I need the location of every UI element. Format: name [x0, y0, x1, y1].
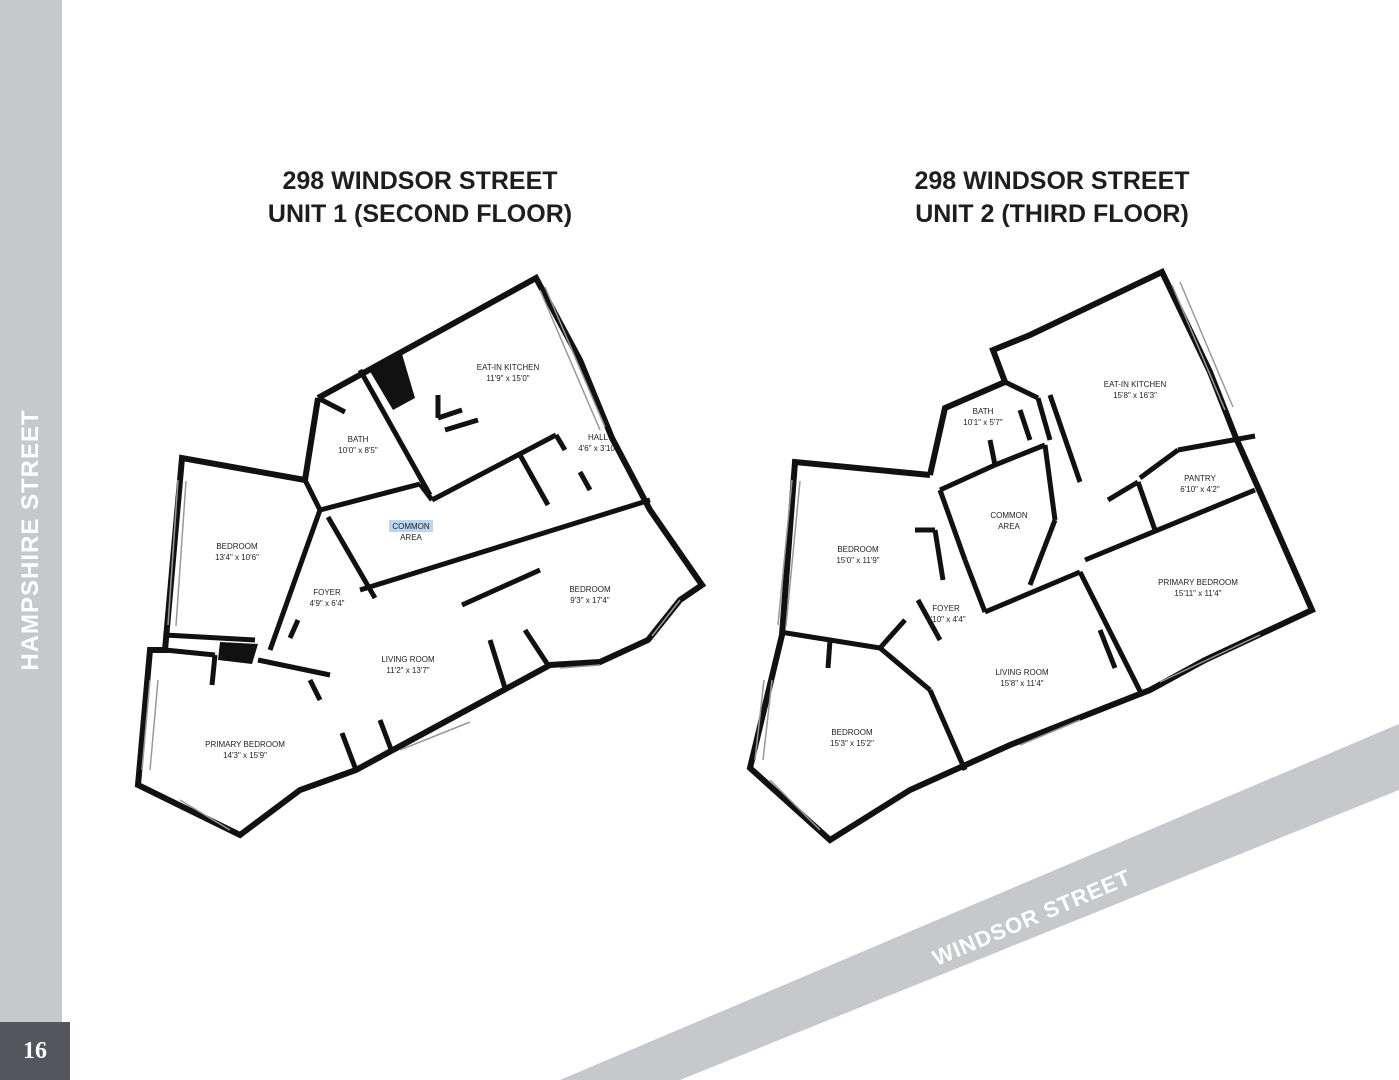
unit1-kitchen-name: EAT-IN KITCHEN: [477, 363, 540, 372]
unit1-bath-dims: 10'0" x 8'5": [338, 446, 378, 455]
unit2-primary-dims: 15'11" x 11'4": [1174, 589, 1221, 598]
unit1-living-name: LIVING ROOM: [381, 655, 435, 664]
unit1-room-labels: EAT-IN KITCHEN 11'9" x 15'0" BATH 10'0" …: [205, 363, 618, 760]
unit1-hall-dims: 4'6" x 3'10": [578, 444, 618, 453]
unit1-title: 298 WINDSOR STREET UNIT 1 (SECOND FLOOR): [250, 165, 590, 231]
unit2-windows: [754, 281, 1261, 831]
unit2-common-name: COMMON: [990, 511, 1028, 520]
unit2-room-labels: EAT-IN KITCHEN 15'8" x 16'3" BATH 10'1" …: [830, 380, 1238, 748]
unit1-closet-block: [218, 642, 258, 664]
unit2-bedroom-bottom-name: BEDROOM: [831, 728, 873, 737]
unit1-kitchen-dims: 11'9" x 15'0": [486, 374, 529, 383]
page-number: 16: [0, 1022, 70, 1080]
unit1-exterior-wall: [134, 273, 707, 839]
unit2-title-line1: 298 WINDSOR STREET: [914, 167, 1190, 195]
unit2-primary-name: PRIMARY BEDROOM: [1158, 578, 1238, 587]
unit2-interior-walls: [779, 379, 1256, 772]
side-strip: [0, 0, 62, 1080]
unit2-pantry-name: PANTRY: [1184, 474, 1216, 483]
unit1-title-line1: 298 WINDSOR STREET: [282, 167, 558, 195]
unit2-kitchen-dims: 15'8" x 16'3": [1113, 391, 1157, 400]
unit1-floor-plan: [134, 273, 707, 839]
unit2-kitchen-name: EAT-IN KITCHEN: [1104, 380, 1167, 389]
unit2-bedroom-bottom-dims: 15'3" x 15'2": [830, 739, 874, 748]
unit2-pantry-dims: 6'10" x 4'2": [1180, 485, 1220, 494]
unit1-bedroom-right-name: BEDROOM: [569, 585, 611, 594]
unit2-floor-plan: [746, 268, 1316, 844]
unit1-interior-walls: [164, 368, 651, 771]
unit2-bedroom-top-dims: 15'0" x 11'9": [836, 556, 879, 565]
unit1-common-name: COMMON: [392, 522, 430, 531]
unit2-common-dims: AREA: [998, 522, 1020, 531]
unit2-exterior-wall: [746, 268, 1316, 844]
unit1-foyer-dims: 4'9" x 6'4": [310, 599, 345, 608]
unit1-bedroom-left-name: BEDROOM: [216, 542, 258, 551]
unit1-wall: [302, 397, 321, 481]
unit1-windows: [141, 286, 681, 831]
unit2-foyer-dims: 6'10" x 4'4": [926, 615, 966, 624]
unit2-title-line2: UNIT 2 (THIRD FLOOR): [915, 200, 1189, 228]
unit2-living-name: LIVING ROOM: [995, 668, 1049, 677]
unit1-bath-name: BATH: [348, 435, 369, 444]
unit1-living-dims: 11'2" x 13'7": [386, 666, 429, 675]
unit2-foyer-name: FOYER: [932, 604, 960, 613]
unit2-bedroom-top-name: BEDROOM: [837, 545, 879, 554]
unit1-primary-dims: 14'3" x 15'9": [223, 751, 267, 760]
unit1-foyer-name: FOYER: [313, 588, 341, 597]
unit1-common-highlight: [389, 520, 433, 532]
unit1-bedroom-left-dims: 13'4" x 10'6": [215, 553, 259, 562]
unit2-living-dims: 15'8" x 11'4": [1000, 679, 1043, 688]
unit1-bedroom-right-dims: 9'3" x 17'4": [570, 596, 610, 605]
unit1-common-dims: AREA: [400, 533, 422, 542]
unit1-stair-block: [368, 354, 415, 410]
unit2-bath-name: BATH: [973, 407, 994, 416]
unit1-primary-name: PRIMARY BEDROOM: [205, 740, 285, 749]
unit1-title-line2: UNIT 1 (SECOND FLOOR): [267, 200, 573, 228]
unit2-bath-dims: 10'1" x 5'7": [963, 418, 1003, 427]
unit1-hall-name: HALL: [588, 433, 609, 442]
unit2-title: 298 WINDSOR STREET UNIT 2 (THIRD FLOOR): [882, 165, 1222, 231]
